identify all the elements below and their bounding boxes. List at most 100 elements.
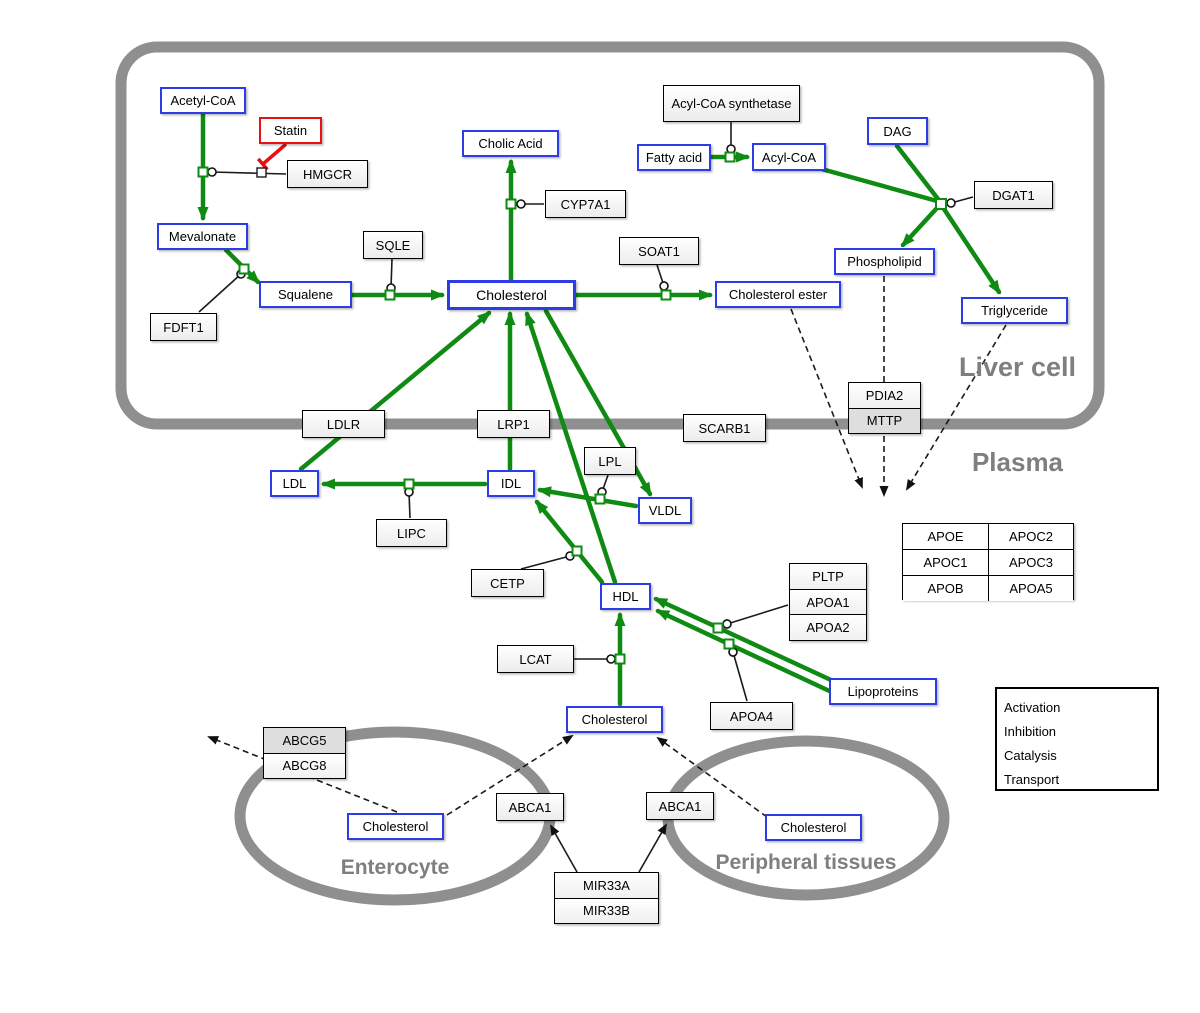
node-lipc[interactable]: LIPC — [376, 519, 447, 547]
node-mttp[interactable]: MTTP — [849, 407, 920, 433]
node-cholesterol-plasma[interactable]: Cholesterol — [566, 706, 663, 733]
process-node-apoa4 — [723, 638, 735, 650]
plasma-label: Plasma — [971, 447, 1064, 477]
node-apob[interactable]: APOB — [903, 575, 988, 601]
process-node-acyl-coa-synthetase — [724, 151, 736, 163]
legend-inhibition-label: Inhibition — [1004, 723, 1057, 739]
node-apoe[interactable]: APOE — [903, 524, 988, 549]
edge-triglyceride-plasma-transport — [905, 324, 1007, 491]
legend-activation-label: Activation — [1004, 699, 1061, 715]
process-node-sqle — [384, 289, 396, 301]
edge-lipoproteins-hdl-lower — [655, 608, 841, 698]
node-cetp[interactable]: CETP — [471, 569, 544, 597]
node-hmgcr[interactable]: HMGCR — [287, 160, 368, 188]
edge-hmgcr-catalysis — [207, 167, 287, 177]
apolipoprotein-table: APOE APOC2 APOC1 APOC3 APOB APOA5 — [902, 523, 1074, 601]
node-acyl-coa-synthetase[interactable]: Acyl-CoA synthetase — [663, 85, 800, 122]
node-mir33b[interactable]: MIR33B — [555, 897, 658, 923]
process-node-lpl — [594, 493, 606, 505]
liver-cell-label: Liver cell — [958, 352, 1077, 382]
enterocyte-label: Enterocyte — [340, 856, 450, 879]
node-cholesterol-liver[interactable]: Cholesterol — [447, 280, 576, 310]
edge-sqle-catalysis — [386, 258, 396, 293]
node-abca1-right[interactable]: ABCA1 — [646, 792, 714, 820]
edge-mir33-abca1-right — [638, 823, 667, 873]
edge-hdl-cholesterol — [524, 311, 618, 585]
node-vldl[interactable]: VLDL — [638, 497, 692, 524]
node-dgat1[interactable]: DGAT1 — [974, 181, 1053, 209]
anchor-statin-hmgcr — [256, 167, 267, 178]
node-acetyl-coa[interactable]: Acetyl-CoA — [160, 87, 246, 114]
edge-soat1-catalysis — [656, 264, 669, 291]
process-node-lipc — [403, 478, 415, 490]
node-abcg8[interactable]: ABCG8 — [264, 752, 345, 778]
node-cholesterol-ester[interactable]: Cholesterol ester — [715, 281, 841, 308]
node-abcg5[interactable]: ABCG5 — [264, 728, 345, 753]
node-triglyceride[interactable]: Triglyceride — [961, 297, 1068, 324]
node-acyl-coa[interactable]: Acyl-CoA — [752, 143, 826, 171]
node-ldlr[interactable]: LDLR — [302, 410, 385, 438]
node-fdft1[interactable]: FDFT1 — [150, 313, 217, 341]
node-ldl[interactable]: LDL — [270, 470, 319, 497]
node-pdia2[interactable]: PDIA2 — [849, 383, 920, 408]
edge-dgatnode-phospholipid — [900, 205, 940, 248]
legend-transport-label: Transport — [1004, 771, 1060, 787]
stack-pdia2-mttp: PDIA2 MTTP — [848, 382, 921, 434]
node-scarb1[interactable]: SCARB1 — [683, 414, 766, 442]
node-hdl[interactable]: HDL — [600, 583, 651, 610]
edge-peripheral-abca1-cholesterol-transport — [656, 736, 768, 818]
edge-fdft1-catalysis — [198, 269, 246, 313]
process-node-lcat — [614, 653, 626, 665]
process-node-soat1 — [660, 289, 672, 301]
node-cholesterol-enterocyte[interactable]: Cholesterol — [347, 813, 444, 840]
edge-lpl-catalysis — [597, 474, 609, 497]
edge-pltp-apoa-catalysis — [722, 604, 789, 629]
node-phospholipid[interactable]: Phospholipid — [834, 248, 935, 275]
node-cholesterol-peripheral[interactable]: Cholesterol — [765, 814, 862, 841]
node-lcat[interactable]: LCAT — [497, 645, 574, 673]
node-mevalonate[interactable]: Mevalonate — [157, 223, 248, 250]
legend — [995, 687, 1159, 791]
edge-dag-dgat-node — [894, 143, 941, 202]
edge-ldl-ldlr-cholesterol — [298, 310, 492, 472]
node-lrp1[interactable]: LRP1 — [477, 410, 550, 438]
node-statin[interactable]: Statin — [259, 117, 322, 144]
node-apoa1[interactable]: APOA1 — [790, 588, 866, 615]
node-sqle[interactable]: SQLE — [363, 231, 423, 259]
process-node-hmgcr — [197, 166, 209, 178]
node-apoc1[interactable]: APOC1 — [903, 549, 988, 575]
edge-lipoproteins-hdl-upper — [653, 596, 834, 683]
stack-abcg5-abcg8: ABCG5 ABCG8 — [263, 727, 346, 779]
node-apoa4[interactable]: APOA4 — [710, 702, 793, 730]
process-node-cetp — [571, 545, 583, 557]
node-soat1[interactable]: SOAT1 — [619, 237, 699, 265]
edge-vldl-idl — [537, 486, 639, 509]
process-node-cyp7a1 — [505, 198, 517, 210]
edge-dgatnode-triglyceride — [941, 206, 1002, 295]
edge-statin-inhibits-hmgcr — [256, 143, 287, 171]
edge-hdl-idl-cetp — [534, 499, 605, 585]
node-apoa2[interactable]: APOA2 — [790, 614, 866, 641]
node-lpl[interactable]: LPL — [584, 447, 636, 475]
edge-dgat1-catalysis — [946, 196, 974, 208]
edge-apoa4-catalysis — [728, 647, 748, 702]
node-pltp[interactable]: PLTP — [790, 564, 866, 589]
node-apoa5[interactable]: APOA5 — [988, 575, 1073, 601]
process-node-fdft1 — [238, 263, 250, 275]
node-squalene[interactable]: Squalene — [259, 281, 352, 308]
node-apoc2[interactable]: APOC2 — [988, 524, 1073, 549]
node-fatty-acid[interactable]: Fatty acid — [637, 144, 711, 171]
node-dag[interactable]: DAG — [867, 117, 928, 145]
legend-catalysis-label: Catalysis — [1004, 747, 1057, 763]
node-cyp7a1[interactable]: CYP7A1 — [545, 190, 626, 218]
node-lipoproteins[interactable]: Lipoproteins — [829, 678, 937, 705]
node-mir33a[interactable]: MIR33A — [555, 873, 658, 898]
edge-acylcoa-dgat-node — [815, 165, 940, 204]
node-cholic-acid[interactable]: Cholic Acid — [462, 130, 559, 157]
node-apoc3[interactable]: APOC3 — [988, 549, 1073, 575]
node-abca1-left[interactable]: ABCA1 — [496, 793, 564, 821]
node-idl[interactable]: IDL — [487, 470, 535, 497]
edge-lipc-catalysis — [404, 487, 414, 519]
